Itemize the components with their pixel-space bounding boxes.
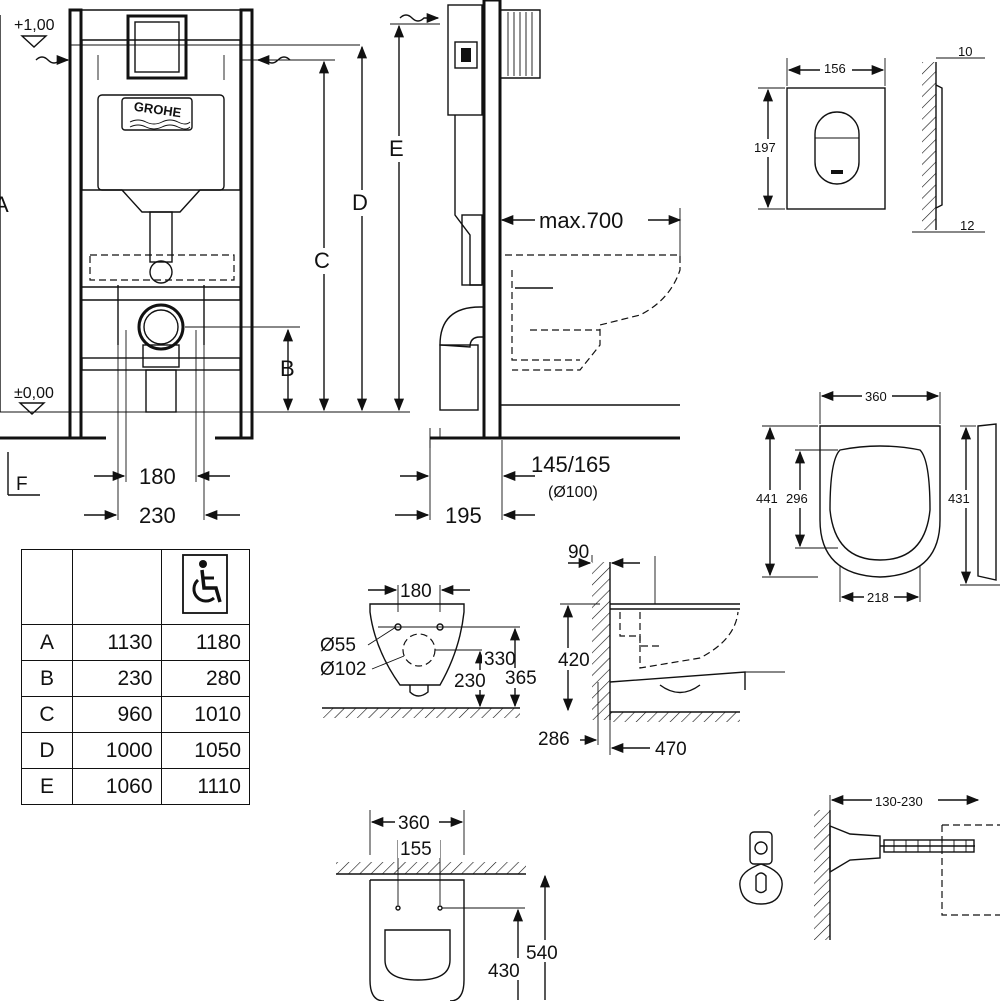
table-row: C 960 1010	[21, 696, 250, 733]
dim-195: 195	[445, 503, 482, 528]
dim-145-165: 145/165	[531, 452, 611, 477]
table-cell-key: C	[21, 696, 73, 733]
table-row: D 1000 1050	[21, 732, 250, 769]
dim-label-e: E	[389, 136, 404, 161]
table-row: B 230 280	[21, 660, 250, 697]
table-row: E 1060 1110	[21, 768, 250, 805]
bowl-top-view: 360 155 430 540	[336, 810, 564, 1001]
fixing-range: 130-230	[875, 794, 923, 809]
dim-max-700: max.700	[539, 208, 623, 233]
dim-label-c: C	[314, 248, 330, 273]
bowl-side-90: 90	[568, 542, 589, 563]
table-cell-key: A	[21, 624, 73, 661]
bowl-front-365: 365	[505, 668, 537, 689]
dim-pipe-diameter: (Ø100)	[548, 484, 598, 501]
dim-label-d: D	[352, 190, 368, 215]
table-cell-standard: 230	[72, 660, 162, 697]
bowl-front-230: 230	[454, 671, 486, 692]
table-cell-accessible: 1050	[160, 732, 250, 769]
level-top-label: +1,00	[14, 17, 55, 34]
table-cell-key: B	[21, 660, 73, 697]
plate-depth-top: 10	[958, 44, 972, 59]
bowl-front-dia-102: Ø102	[320, 659, 366, 680]
dim-230: 230	[139, 503, 176, 528]
bowl-top-540: 540	[526, 943, 558, 964]
dimension-table: A 1130 1180 B 230 280 C 960 1010 D 1000 …	[21, 549, 250, 805]
seat-inner-width: 218	[867, 590, 889, 605]
dim-180: 180	[139, 464, 176, 489]
table-cell-accessible: 280	[160, 660, 250, 697]
table-cell-accessible: 1180	[160, 624, 250, 661]
table-cell-standard: 960	[72, 696, 162, 733]
brand-logo: GROHE	[133, 99, 183, 121]
seat-width: 360	[865, 389, 887, 404]
table-header-row	[21, 549, 250, 625]
bowl-top-155: 155	[400, 839, 432, 860]
frame-front-view: GROHE +1,00 ±0,00 A	[0, 8, 440, 528]
table-cell-accessible: 1110	[160, 768, 250, 805]
table-header-accessible	[160, 549, 250, 625]
bowl-top-430: 430	[488, 961, 520, 982]
table-cell-standard: 1130	[72, 624, 162, 661]
wheelchair-icon	[182, 554, 229, 614]
bowl-front-180: 180	[400, 581, 432, 602]
bowl-top-360: 360	[398, 813, 430, 834]
plate-depth-bottom: 12	[960, 218, 974, 233]
bowl-front-view: 180 Ø55 Ø102 330 230 365	[320, 581, 543, 718]
bowl-front-330: 330	[484, 649, 516, 670]
bowl-side-470: 470	[655, 739, 687, 760]
table-cell-standard: 1060	[72, 768, 162, 805]
wall-fixing-view: 130-230	[739, 792, 1000, 940]
seat-length: 441	[756, 491, 778, 506]
dim-label-f: F	[16, 474, 28, 495]
bowl-side-view: 90 420 286 470	[538, 542, 785, 760]
table-cell-key: D	[21, 732, 73, 769]
dim-label-b: B	[280, 356, 295, 381]
bowl-side-286: 286	[538, 729, 570, 750]
table-row: A 1130 1180	[21, 624, 250, 661]
table-cell-standard: 1000	[72, 732, 162, 769]
plate-height: 197	[754, 140, 776, 155]
table-cell-accessible: 1010	[160, 696, 250, 733]
table-header-standard	[72, 549, 162, 625]
table-cell-key: E	[21, 768, 73, 805]
bowl-side-420: 420	[558, 650, 590, 671]
frame-side-view: max.700 145/165 (Ø100) 195	[395, 0, 682, 528]
seat-view: 360 441 296 218 431	[754, 387, 1000, 606]
level-floor-label: ±0,00	[14, 385, 54, 402]
dim-label-a: A	[0, 192, 9, 217]
seat-side-length: 431	[948, 491, 970, 506]
table-header-key	[21, 549, 73, 625]
bowl-front-dia-55: Ø55	[320, 635, 356, 656]
flush-plate-view: 156 197 10 12	[752, 44, 985, 233]
plate-width: 156	[824, 61, 846, 76]
seat-inner-length: 296	[786, 491, 808, 506]
